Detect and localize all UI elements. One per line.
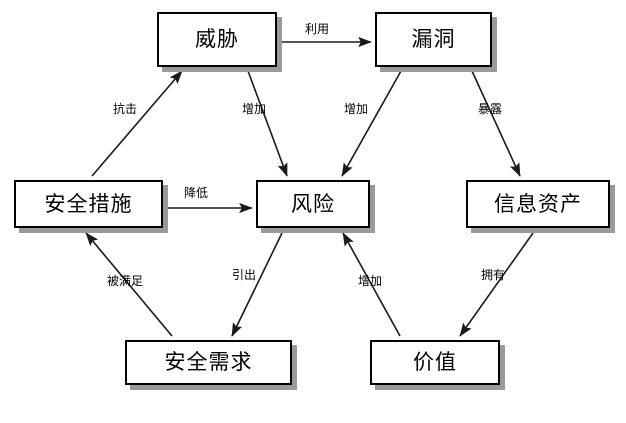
edge-label-measures-counters-threat: 抗击 (113, 102, 138, 116)
node-label-requirements: 安全需求 (164, 350, 253, 374)
edge-assets-own-value (459, 232, 534, 337)
edge-vulnerability-exposes-assets (471, 70, 521, 177)
node-value[interactable]: 价值 (370, 340, 500, 385)
node-label-vulnerability: 漏洞 (411, 27, 456, 51)
edge-requirements-satisfies-measures (85, 232, 173, 337)
edge-label-value-increases-risk: 增加 (358, 274, 383, 288)
edge-label-measures-reduces-risk: 降低 (184, 186, 209, 200)
edge-label-threat-exploits-vulnerability: 利用 (305, 22, 330, 36)
node-vulnerability[interactable]: 漏洞 (375, 12, 492, 67)
edge-label-threat-increases-risk: 增加 (242, 102, 267, 116)
edge-measures-counters-threat (91, 70, 183, 177)
node-label-risk: 风险 (291, 191, 335, 216)
node-label-threat: 威胁 (195, 27, 239, 51)
node-label-measures: 安全措施 (44, 191, 133, 216)
node-label-value: 价值 (413, 350, 457, 374)
node-measures[interactable]: 安全措施 (14, 180, 163, 228)
edge-label-assets-own-value: 拥有 (481, 268, 506, 282)
node-threat[interactable]: 威胁 (157, 12, 277, 67)
edge-vulnerability-increases-risk (341, 70, 402, 177)
edge-value-increases-risk (342, 232, 401, 337)
node-requirements[interactable]: 安全需求 (125, 340, 292, 385)
edge-label-vulnerability-increases-risk: 增加 (344, 102, 369, 116)
node-risk[interactable]: 风险 (256, 180, 370, 228)
edge-threat-increases-risk (247, 70, 288, 177)
node-label-assets: 信息资产 (494, 191, 582, 216)
edge-label-risk-derives-requirements: 引出 (232, 268, 257, 282)
node-assets[interactable]: 信息资产 (466, 180, 610, 228)
edge-label-vulnerability-exposes-assets: 暴露 (478, 102, 503, 116)
edge-risk-derives-requirements (231, 232, 283, 337)
edge-label-requirements-satisfies-measures: 被满足 (107, 274, 144, 288)
